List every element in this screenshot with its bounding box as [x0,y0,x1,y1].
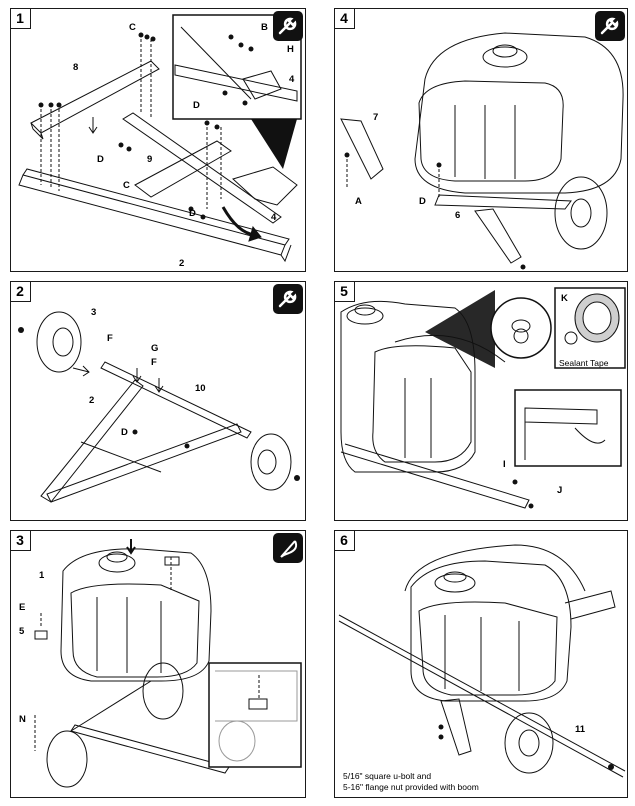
part-label-d-inset: D [193,100,200,111]
part-label-f-left: F [107,333,113,344]
sealant-tape-label: Sealant Tape [559,358,609,368]
trailer-frame-assembly-illustration [18,14,302,263]
step-number: 2 [11,282,31,302]
step-3-panel: 3 1 E 5 N [10,530,306,798]
step-number: 5 [335,282,355,302]
tank-on-trailer-illustration [34,539,302,788]
part-label-4-lower: 4 [271,212,277,223]
step-4-panel: 4 7 A D 6 [334,8,628,272]
part-label-g: G [151,343,159,354]
hose-connection-illustration [340,287,626,509]
part-label-h: H [287,44,294,55]
step-number: 1 [11,9,31,29]
part-label-a: A [355,196,362,207]
part-label-11: 11 [575,724,586,735]
wrench-icon [273,284,303,314]
part-label-k: K [561,293,568,304]
part-label-d: D [121,427,128,438]
part-label-10: 10 [195,383,206,394]
boom-hardware-note-line-1: 5/16" square u-bolt and [343,771,432,781]
step-6-panel: 6 11 5/16" square u-bolt and 5-16" flang… [334,530,628,798]
part-label-c: C [129,22,136,33]
wrench-icon [595,11,625,41]
part-label-d-left: D [97,154,104,165]
axle-and-wheel-assembly-illustration [18,311,300,503]
tank-stand-mounting-illustration [340,32,624,270]
part-label-j: J [557,485,563,496]
part-label-i: I [503,459,506,470]
part-label-1: 1 [39,570,45,581]
part-label-c-lower: C [123,180,130,191]
step-1-panel: 1 C B H 8 4 D 9 D C D 4 2 [10,8,306,272]
boom-installation-illustration [338,544,626,778]
part-label-5: 5 [19,626,25,637]
part-label-4-inset: 4 [289,74,295,85]
step-2-panel: 2 3 F G F 10 2 D [10,281,306,521]
step-number: 3 [11,531,31,551]
part-label-9: 9 [147,154,153,165]
step-number: 4 [335,9,355,29]
boom-hardware-note-line-2: 5-16" flange nut provided with boom [343,782,479,792]
part-label-7: 7 [373,112,379,123]
feather-icon [273,533,303,563]
part-label-d-lower: D [189,208,196,219]
part-label-2: 2 [89,395,95,406]
wrench-icon [273,11,303,41]
step-5-panel: 5 K Sealant Tape I J [334,281,628,521]
part-label-3: 3 [91,307,97,318]
part-label-b: B [261,22,268,33]
part-label-8: 8 [73,62,79,73]
part-label-d: D [419,196,426,207]
part-label-2: 2 [179,258,185,269]
part-label-n: N [19,714,26,725]
step-number: 6 [335,531,355,551]
part-label-6: 6 [455,210,461,221]
part-label-e: E [19,602,26,613]
part-label-f-right: F [151,357,157,368]
